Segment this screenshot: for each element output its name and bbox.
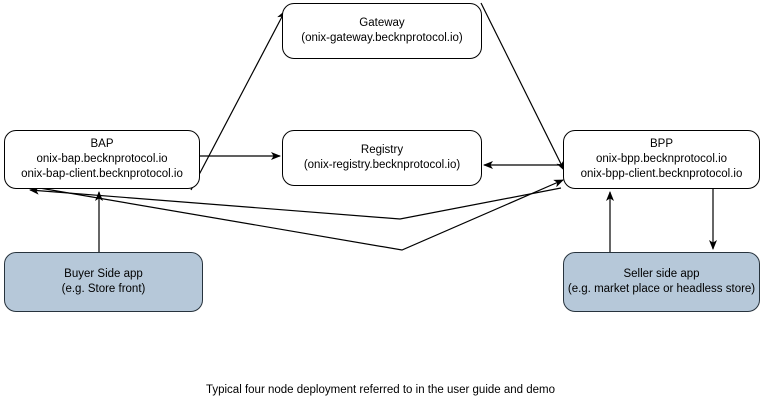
edge-bap-to-bpp (21, 179, 564, 251)
node-bap-subtitle: onix-bap.becknprotocol.io (36, 153, 168, 165)
node-seller-side-app-title: Seller side app (623, 268, 700, 280)
node-bap-subtitle-2: onix-bap-client.becknprotocol.io (21, 168, 183, 180)
edge-bap-to-gateway (190, 10, 286, 191)
node-buyer-side-app-subtitle: (e.g. Store front) (61, 283, 146, 295)
node-registry-title: Registry (360, 144, 404, 156)
node-gateway-title: Gateway (359, 17, 405, 29)
node-bpp[interactable]: BPP onix-bpp.becknprotocol.io onix-bpp-c… (563, 130, 760, 189)
node-registry-subtitle: (onix-registry.becknprotocol.io) (303, 159, 461, 171)
node-seller-side-app[interactable]: Seller side app (e.g. market place or he… (563, 252, 760, 312)
node-registry[interactable]: Registry (onix-registry.becknprotocol.io… (282, 130, 482, 186)
diagram-caption: Typical four node deployment referred to… (205, 384, 556, 396)
node-bap[interactable]: BAP onix-bap.becknprotocol.io onix-bap-c… (4, 130, 200, 189)
edge-bpp-to-bap (29, 186, 562, 220)
node-gateway-subtitle: (onix-gateway.becknprotocol.io) (301, 32, 463, 44)
node-bpp-subtitle: onix-bpp.becknprotocol.io (595, 153, 728, 165)
node-bap-title: BAP (90, 138, 114, 150)
node-seller-side-app-subtitle: (e.g. market place or headless store) (567, 283, 756, 295)
edge-gateway-to-bpp (480, 2, 565, 171)
node-bpp-title: BPP (649, 138, 673, 150)
node-buyer-side-app[interactable]: Buyer Side app (e.g. Store front) (4, 252, 203, 312)
node-buyer-side-app-title: Buyer Side app (64, 268, 143, 280)
node-gateway[interactable]: Gateway (onix-gateway.becknprotocol.io) (282, 3, 482, 59)
node-bpp-subtitle-2: onix-bpp-client.becknprotocol.io (580, 168, 743, 180)
